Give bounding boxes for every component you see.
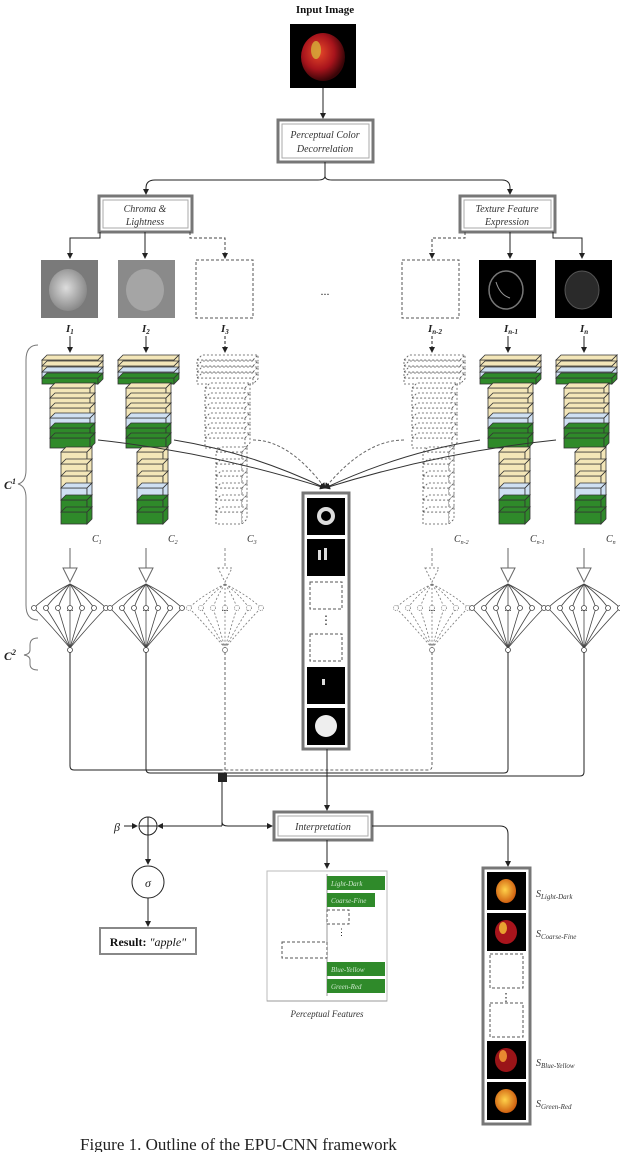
saliency-label-4: SGreen-Red: [536, 1099, 572, 1111]
subnet-6: ...: [546, 584, 620, 653]
result-label: Result:: [110, 935, 147, 949]
bar-label-green-red: Green-Red: [331, 983, 362, 991]
subnet-ellipsis-4: ...: [429, 603, 436, 613]
saliency-column: ⋮: [483, 868, 530, 1124]
sigma-node: σ: [132, 866, 164, 898]
perceptual-label-2: Decorrelation: [296, 144, 353, 155]
texture-label-2: Expression: [484, 217, 529, 228]
subnet-ellipsis-2: ...: [143, 603, 150, 613]
bar-placeholder-2: [282, 942, 327, 958]
component-image-n: [555, 260, 612, 318]
bar-label-light-dark: Light-Dark: [330, 880, 363, 888]
subnet-ellipsis-6: ...: [581, 603, 588, 613]
saliency-label-2: SCoarse-Fine: [536, 929, 576, 941]
chroma-label-2: Lightness: [125, 217, 164, 228]
cnn-stack-6: Cn: [556, 355, 617, 582]
perceptual-label-1: Perceptual Color: [289, 130, 359, 141]
subnet-1: ...: [32, 584, 109, 653]
sum-node: [139, 817, 157, 835]
subnet-3: ...: [187, 584, 264, 653]
bar-vellipsis: ⋮: [337, 927, 346, 937]
component-image-3-placeholder: [196, 260, 253, 318]
cnn-stack-2: C2: [118, 355, 179, 582]
c-label-2: C2: [168, 534, 178, 546]
svg-text:Result:"apple": Result:"apple": [110, 935, 187, 949]
beta-label: β: [113, 820, 120, 834]
junction-node: [218, 773, 227, 782]
component-image-2: [118, 260, 175, 318]
c-label-6: Cn: [606, 534, 616, 546]
i-label-5: In-1: [503, 323, 518, 336]
result-box: Result:"apple": [100, 928, 196, 954]
component-image-1: [41, 260, 98, 318]
ellipsis: ...: [321, 284, 330, 298]
saliency-label-1: SLight-Dark: [536, 889, 573, 901]
feature-map-vellipsis: ⋮: [320, 613, 332, 627]
interpretation-label: Interpretation: [294, 822, 351, 833]
bar-placeholder-1: [327, 910, 349, 924]
c-label-3: C3: [247, 534, 257, 546]
component-image-n2-placeholder: [402, 260, 459, 318]
c2-label: C2: [4, 648, 16, 663]
c-label-4: Cn-2: [454, 534, 469, 546]
input-image-title: Input Image: [296, 4, 354, 16]
i-label-2: I2: [141, 323, 150, 336]
i-label-4: In-2: [427, 323, 443, 336]
subnet-5: ...: [470, 584, 547, 653]
interpretation-box: Interpretation: [274, 812, 372, 840]
c2-brace: [24, 638, 38, 670]
bar-label-blue-yellow: Blue-Yellow: [331, 966, 365, 974]
saliency-vellipsis: ⋮: [501, 992, 512, 1004]
cnn-stack-1: C1: [42, 355, 103, 582]
cnn-stack-3: C3: [197, 355, 258, 582]
input-apple-image: [290, 24, 356, 88]
bar-label-coarse-fine: Coarse-Fine: [331, 897, 366, 905]
cnn-stack-5: Cn-1: [480, 355, 545, 582]
saliency-label-3: SBlue-Yellow: [536, 1058, 575, 1070]
texture-label-1: Texture Feature: [475, 204, 539, 215]
feature-map-column: ⋮: [303, 493, 349, 749]
result-value: "apple": [149, 935, 187, 949]
component-image-n1: [479, 260, 536, 318]
subnet-ellipsis-5: ...: [505, 603, 512, 613]
perceptual-features-chart: Light-Dark Coarse-Fine ⋮ Blue-Yellow Gre…: [267, 871, 387, 1001]
c1-brace: [18, 345, 38, 620]
subnet-ellipsis-1: ...: [67, 603, 74, 613]
texture-expression-box: Texture Feature Expression: [460, 196, 555, 232]
figure-caption: Figure 1. Outline of the EPU-CNN framewo…: [80, 1135, 397, 1152]
subnet-4: ...: [394, 584, 471, 653]
chroma-lightness-box: Chroma & Lightness: [99, 196, 192, 232]
i-label-6: In: [579, 323, 588, 336]
c1-label: C1: [4, 477, 16, 492]
c-label-5: Cn-1: [530, 534, 545, 546]
perceptual-decorrelation-box: Perceptual Color Decorrelation: [278, 120, 373, 162]
i-label-1: I1: [65, 323, 74, 336]
perceptual-features-label: Perceptual Features: [289, 1009, 364, 1019]
chroma-label-1: Chroma &: [124, 204, 167, 215]
i-label-3: I3: [220, 323, 229, 336]
cnn-stack-4: Cn-2: [404, 355, 469, 582]
subnet-2: ...: [108, 584, 185, 653]
subnet-ellipsis-3: ...: [222, 603, 229, 613]
c-label-1: C1: [92, 534, 102, 546]
